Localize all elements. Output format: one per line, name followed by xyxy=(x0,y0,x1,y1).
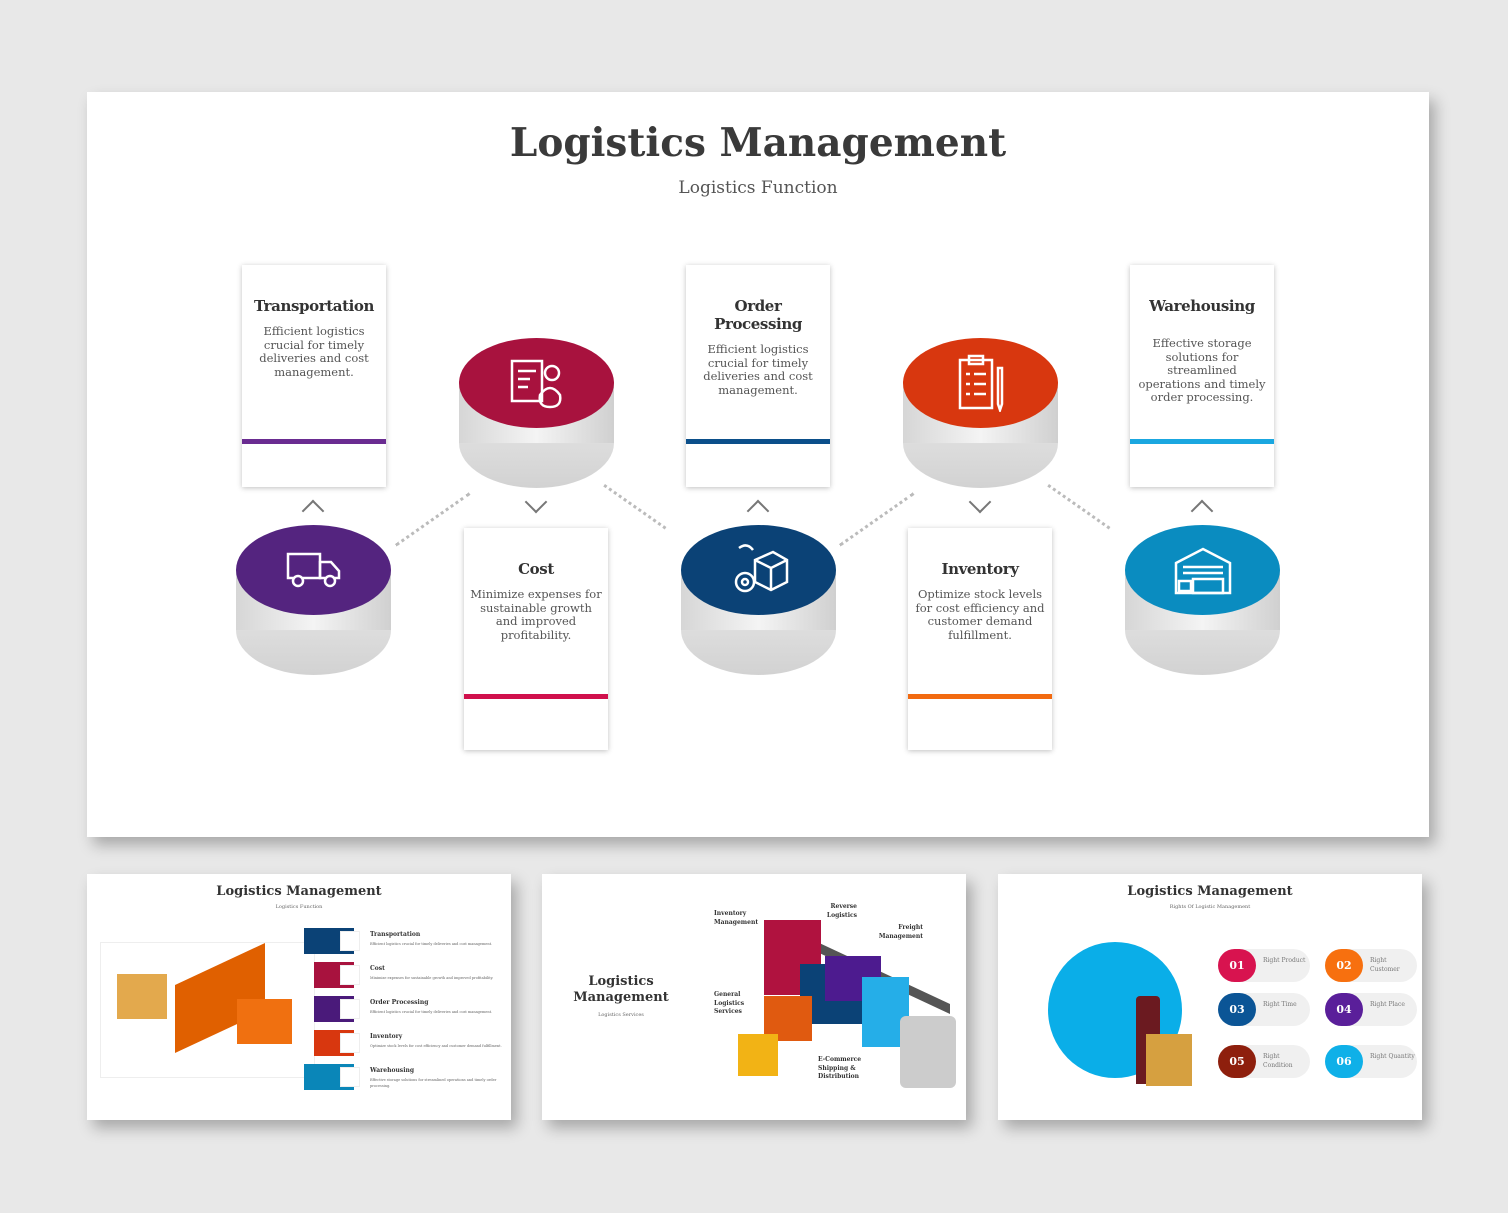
label-general-logistics-services: General Logistics Services xyxy=(714,991,745,1015)
box-gear-icon xyxy=(681,525,836,615)
item-title: Transportation xyxy=(370,931,421,938)
thumbnail-slide-3[interactable]: Logistics Management Rights Of Logistic … xyxy=(998,874,1422,1120)
forklift xyxy=(738,1034,778,1076)
dotted-connector xyxy=(603,484,667,530)
item-title: Warehousing xyxy=(370,1067,415,1074)
boxes-illustration xyxy=(117,974,167,1019)
card-text: Efficient logistics crucial for timely d… xyxy=(703,342,813,397)
right-number-badge: 01 xyxy=(1218,949,1256,982)
right-number-badge: 02 xyxy=(1325,949,1363,982)
right-item: 02 Right Customer xyxy=(1325,949,1417,982)
item-text: Effective storage solutions for streamli… xyxy=(370,1078,497,1088)
accent-bar xyxy=(686,439,830,444)
thumb-title: Logistics Management xyxy=(216,884,382,899)
card-text: Efficient logistics crucial for timely d… xyxy=(259,324,369,379)
thumb-title: Logistics Management xyxy=(1127,884,1293,899)
cylinder-inventory xyxy=(903,338,1058,488)
dotted-connector xyxy=(839,492,915,547)
right-label: Right Time xyxy=(1263,1001,1297,1008)
right-item: 04 Right Place xyxy=(1325,993,1417,1026)
card-cost: Cost Minimize expenses for sustainable g… xyxy=(464,528,608,750)
chevron-down-icon xyxy=(968,490,992,514)
card-title: Transportation xyxy=(253,297,375,315)
cylinder-transportation xyxy=(236,525,391,675)
card-text: Effective storage solutions for streamli… xyxy=(1138,336,1266,404)
item-title: Cost xyxy=(370,965,385,972)
accent-bar xyxy=(908,694,1052,699)
right-item: 03 Right Time xyxy=(1218,993,1310,1026)
report-money-gear-icon xyxy=(459,338,614,428)
cylinder-warehousing xyxy=(1125,525,1280,675)
right-number-badge: 03 xyxy=(1218,993,1256,1026)
right-item: 01 Right Product xyxy=(1218,949,1310,982)
right-number-badge: 06 xyxy=(1325,1045,1363,1078)
label-inventory-management: Inventory Management xyxy=(714,910,759,926)
card-transportation: Transportation Efficient logistics cruci… xyxy=(242,265,386,487)
main-slide[interactable]: Logistics Management Logistics Function … xyxy=(87,92,1429,837)
function-icon xyxy=(340,1067,360,1087)
card-warehousing: Warehousing Effective storage solutions … xyxy=(1130,265,1274,487)
truck-cab xyxy=(900,1016,956,1088)
chevron-up-icon xyxy=(301,499,325,523)
item-title: Inventory xyxy=(370,1033,403,1040)
accent-bar xyxy=(242,439,386,444)
slide-subtitle: Logistics Function xyxy=(678,178,838,198)
card-text: Minimize expenses for sustainable growth… xyxy=(470,587,602,642)
thumb-subtitle: Logistics Services xyxy=(598,1012,644,1018)
truck-cab xyxy=(237,999,292,1044)
thumbnail-slide-2[interactable]: Logistics Management Logistics Services … xyxy=(542,874,966,1120)
accent-bar xyxy=(464,694,608,699)
item-text: Minimize expenses for sustainable growth… xyxy=(370,976,494,980)
clipboard-pen-icon xyxy=(903,338,1058,428)
accent-bar xyxy=(1130,439,1274,444)
card-text: Optimize stock levels for cost efficienc… xyxy=(915,587,1045,642)
right-label: Right Product xyxy=(1263,957,1306,964)
card-title: Cost xyxy=(518,560,554,578)
right-label: Right Place xyxy=(1370,1001,1405,1008)
function-icon xyxy=(340,1033,360,1053)
cylinder-cost xyxy=(459,338,614,488)
right-item: 05 Right Condition xyxy=(1218,1045,1310,1078)
dotted-connector xyxy=(395,492,471,547)
boxes-illustration xyxy=(1146,1034,1192,1086)
item-title: Order Processing xyxy=(370,999,429,1006)
function-icon xyxy=(340,931,360,951)
item-text: Efficient logistics crucial for timely d… xyxy=(370,942,493,946)
card-title: Warehousing xyxy=(1149,297,1255,315)
dotted-connector xyxy=(1047,484,1111,530)
card-inventory: Inventory Optimize stock levels for cost… xyxy=(908,528,1052,750)
thumb-title: Logistics Management xyxy=(573,974,669,1005)
cylinder-order-processing xyxy=(681,525,836,675)
card-title: Order Processing xyxy=(714,297,802,333)
card-title: Inventory xyxy=(941,560,1019,578)
thumb-subtitle: Rights Of Logistic Management xyxy=(1169,904,1251,910)
thumbnail-slide-1[interactable]: Logistics Management Logistics Function … xyxy=(87,874,511,1120)
chevron-up-icon xyxy=(746,499,770,523)
function-icon xyxy=(340,965,360,985)
right-item: 06 Right Quantity xyxy=(1325,1045,1417,1078)
slide-title: Logistics Management xyxy=(509,120,1007,166)
function-icon xyxy=(340,999,360,1019)
label-reverse-logistics: Reverse Logistics xyxy=(826,903,857,919)
item-text: Efficient logistics crucial for timely d… xyxy=(370,1010,493,1014)
right-label: Right Condition xyxy=(1263,1053,1293,1069)
thumb-subtitle: Logistics Function xyxy=(275,904,323,910)
card-order-processing: Order Processing Efficient logistics cru… xyxy=(686,265,830,487)
right-number-badge: 05 xyxy=(1218,1045,1256,1078)
right-number-badge: 04 xyxy=(1325,993,1363,1026)
warehouse-icon xyxy=(1125,525,1280,615)
cargo-box-orange xyxy=(764,996,812,1041)
right-label: Right Customer xyxy=(1370,957,1400,973)
truck-icon xyxy=(236,525,391,615)
label-ecommerce-shipping: E-Commerce Shipping & Distribution xyxy=(818,1056,862,1080)
label-freight-management: Freight Management xyxy=(878,924,923,940)
item-text: Optimize stock levels for cost efficienc… xyxy=(370,1044,502,1048)
right-label: Right Quantity xyxy=(1370,1053,1415,1060)
chevron-up-icon xyxy=(1190,499,1214,523)
chevron-down-icon xyxy=(524,490,548,514)
